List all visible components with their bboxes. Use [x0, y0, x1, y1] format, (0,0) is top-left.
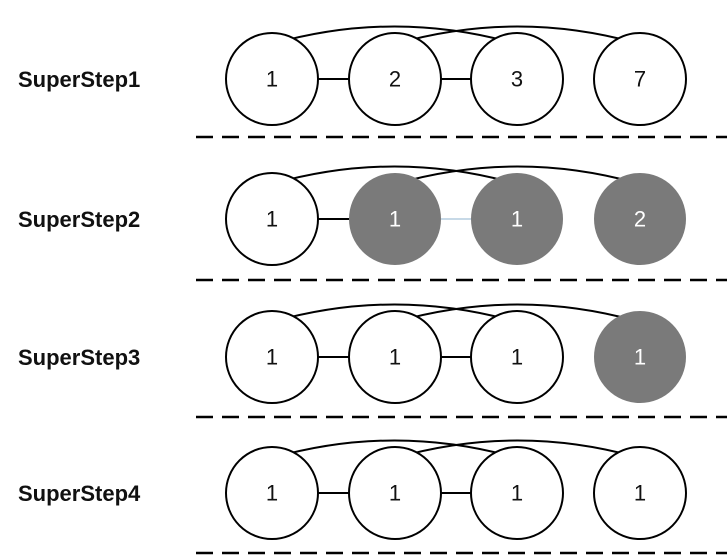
node-circle	[471, 173, 563, 265]
edge-arc-1-3	[271, 303, 518, 323]
node-value: 1	[266, 207, 278, 232]
node-circle	[349, 173, 441, 265]
node-value: 3	[511, 67, 523, 92]
node-value: 1	[266, 345, 278, 370]
node-circle	[348, 32, 442, 126]
edge-arc-2-4	[394, 439, 641, 459]
node-circle	[348, 310, 442, 404]
node-circle	[225, 310, 319, 404]
node-circle	[593, 446, 687, 540]
node-circle	[594, 173, 686, 265]
node-circle	[225, 446, 319, 540]
node-circle	[470, 32, 564, 126]
node-value: 1	[634, 345, 646, 370]
edge-arc-2-4	[394, 25, 641, 45]
node-value: 1	[634, 481, 646, 506]
node-value: 1	[511, 345, 523, 370]
node-value: 1	[389, 345, 401, 370]
node-circle	[348, 446, 442, 540]
step-label-4: SuperStep4	[18, 481, 141, 506]
node-value: 1	[266, 481, 278, 506]
edge-arc-2-4	[394, 303, 641, 323]
node-value: 1	[511, 481, 523, 506]
node-value: 2	[389, 67, 401, 92]
edge-arc-2-4	[394, 165, 641, 185]
node-value: 7	[634, 67, 646, 92]
node-circle	[593, 32, 687, 126]
step-label-2: SuperStep2	[18, 207, 140, 232]
node-circle	[594, 311, 686, 403]
step-label-3: SuperStep3	[18, 345, 140, 370]
step-label-1: SuperStep1	[18, 67, 140, 92]
edge-arc-1-3	[271, 25, 518, 45]
node-value: 1	[266, 67, 278, 92]
node-circle	[470, 310, 564, 404]
node-value: 2	[634, 207, 646, 232]
node-value: 1	[389, 207, 401, 232]
node-value: 1	[389, 481, 401, 506]
node-circle	[225, 32, 319, 126]
edge-arc-1-3	[271, 439, 518, 459]
node-circle	[470, 446, 564, 540]
edge-arc-1-3	[271, 165, 518, 185]
node-value: 1	[511, 207, 523, 232]
node-circle	[225, 172, 319, 266]
